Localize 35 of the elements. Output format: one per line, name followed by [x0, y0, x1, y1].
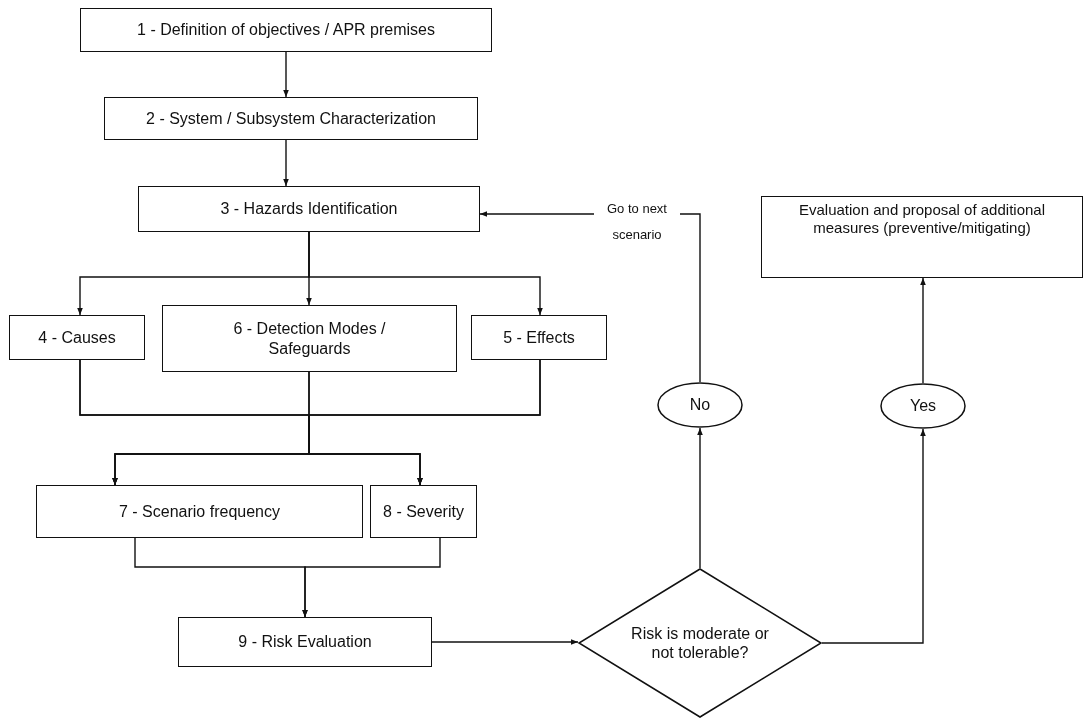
process-box — [9, 315, 145, 360]
arrow — [283, 51, 289, 98]
arrow — [308, 359, 541, 486]
process-box — [761, 196, 1083, 278]
process-box — [104, 97, 478, 140]
process-box — [162, 305, 457, 372]
arrow — [821, 428, 926, 644]
node-text: 4 - Causes — [38, 327, 116, 348]
answer-ellipse — [657, 382, 743, 428]
node-text: 3 - Hazards Identification — [220, 199, 398, 219]
node-text: Evaluation and proposal of additional measures (preventive/mitigating) — [798, 201, 1046, 237]
node-text: 1 - Definition of objectives / APR premises — [137, 20, 435, 40]
node-text: 7 - Scenario frequency — [119, 501, 280, 522]
process-box — [138, 186, 480, 232]
decision-diamond — [578, 568, 822, 718]
arrow — [431, 639, 579, 645]
process-box — [370, 485, 477, 538]
node-text: 8 - Severity — [383, 501, 464, 522]
node-text: 2 - System / Subsystem Characterization — [146, 108, 436, 129]
process-box — [36, 485, 363, 538]
node-text: 9 - Risk Evaluation — [238, 632, 372, 652]
process-box — [80, 8, 492, 52]
arrow — [920, 277, 926, 384]
arrow — [697, 427, 703, 569]
node-text: Risk is moderate or not tolerable? — [630, 623, 770, 663]
node-text: 6 - Detection Modes / Safeguards — [232, 319, 387, 358]
node-text: Yes — [909, 396, 937, 416]
process-box — [471, 315, 607, 360]
arrow — [283, 139, 289, 187]
node-text: No — [689, 395, 711, 415]
process-box — [178, 617, 432, 667]
node-text: 5 - Effects — [503, 327, 575, 348]
answer-ellipse — [880, 383, 966, 429]
arrow — [308, 231, 543, 316]
arrow — [302, 537, 441, 618]
